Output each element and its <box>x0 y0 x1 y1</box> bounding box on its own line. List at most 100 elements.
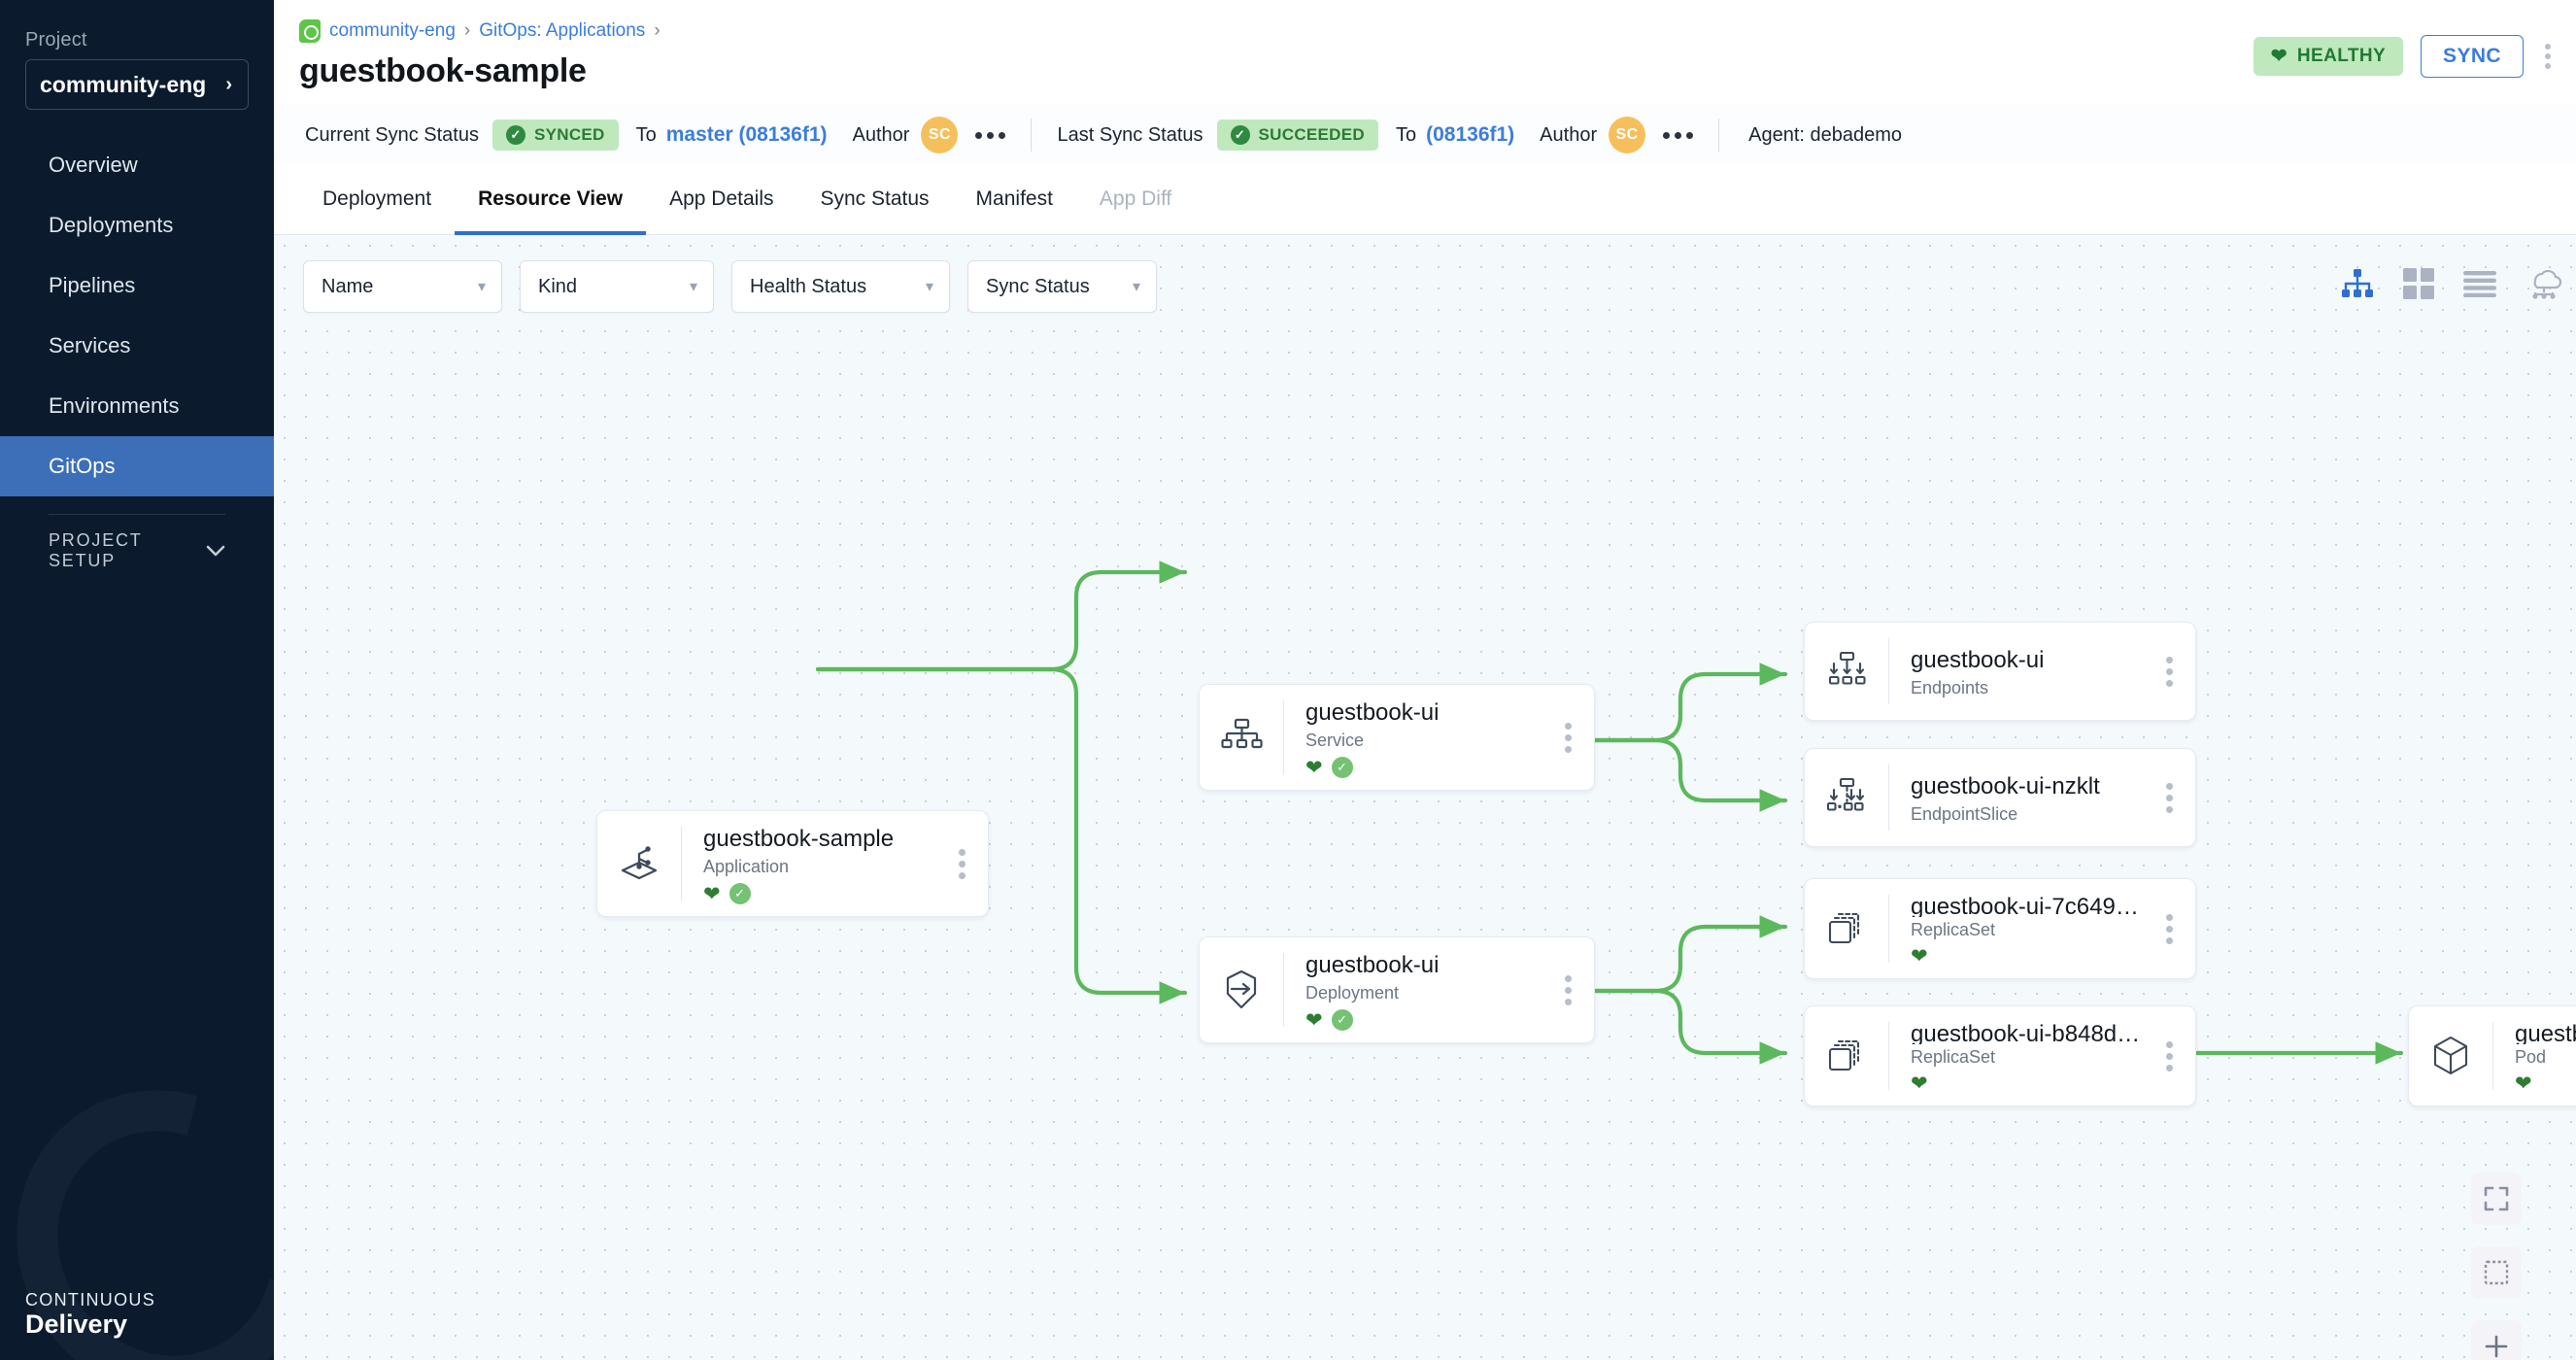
graph-node-endpoints[interactable]: guestbook-ui Endpoints <box>1804 622 2196 721</box>
sidebar-item-overview[interactable]: Overview <box>0 135 274 195</box>
last-sync-status-badge: ✓ SUCCEEDED <box>1217 119 1378 151</box>
last-sync-status-value: SUCCEEDED <box>1259 125 1365 145</box>
project-selector[interactable]: community-eng › <box>25 59 249 110</box>
project-selector-value: community-eng <box>40 72 206 98</box>
heart-icon: ❤ <box>2271 47 2288 66</box>
graph-node-replicaset-7c64987dc9[interactable]: guestbook-ui-7c64987dc9 ReplicaSet ❤ <box>1804 878 2196 979</box>
current-to-label: To <box>636 124 657 147</box>
tree-view-icon[interactable] <box>2341 268 2374 299</box>
last-revision-link[interactable]: (08136f1) <box>1426 123 1514 147</box>
last-to-label: To <box>1396 124 1416 147</box>
resource-graph-canvas[interactable]: Name ▾ Kind ▾ Health Status ▾ Sync Statu… <box>274 235 2576 1360</box>
filter-health-status-label: Health Status <box>750 276 866 298</box>
edge-app-service <box>818 572 1185 669</box>
header-actions: ❤ HEALTHY SYNC <box>2254 16 2555 78</box>
replicaset-icon <box>1805 879 1888 978</box>
chevron-down-icon: ▾ <box>1133 277 1140 296</box>
graph-node-status: ❤ <box>1911 1073 2143 1094</box>
breadcrumb-item-project[interactable]: community-eng <box>329 20 456 42</box>
sidebar-item-gitops[interactable]: GitOps <box>0 436 274 496</box>
sidebar-project-setup[interactable]: PROJECT SETUP <box>0 527 274 575</box>
filter-name[interactable]: Name ▾ <box>303 260 502 313</box>
graph-node-menu-icon[interactable] <box>1542 685 1594 790</box>
current-sync-status-label: Current Sync Status <box>305 124 479 147</box>
filter-sync-status-label: Sync Status <box>986 276 1090 298</box>
graph-node-body: guestbook-ui Service ❤ ✓ <box>1284 685 1542 790</box>
graph-node-menu-icon[interactable] <box>2143 1006 2195 1105</box>
graph-node-endpointslice[interactable]: guestbook-ui-nzklt EndpointSlice <box>1804 748 2196 847</box>
graph-node-replicaset-b848d5d9d[interactable]: guestbook-ui-b848d5d9d ReplicaSet ❤ <box>1804 1005 2196 1106</box>
current-revision-link[interactable]: master (08136f1) <box>666 123 828 147</box>
graph-node-menu-icon[interactable] <box>2143 879 2195 978</box>
tab-bar: Deployment Resource View App Details Syn… <box>274 165 2576 235</box>
graph-node-menu-icon[interactable] <box>2143 623 2195 720</box>
filter-bar: Name ▾ Kind ▾ Health Status ▾ Sync Statu… <box>303 260 1157 313</box>
list-view-icon[interactable] <box>2463 270 2496 297</box>
deployment-icon <box>1200 937 1283 1042</box>
current-sync-more-icon[interactable] <box>975 132 1005 139</box>
graph-node-status: ❤ ✓ <box>1305 757 1542 778</box>
heart-icon: ❤ <box>1911 1073 1928 1094</box>
network-view-icon[interactable] <box>2525 268 2562 299</box>
grid-view-icon[interactable] <box>2403 268 2434 299</box>
graph-node-pod[interactable]: guestbook-ui-b848d5d9… Pod ❤ <box>2408 1005 2576 1106</box>
project-label: Project <box>0 0 274 59</box>
graph-node-application[interactable]: guestbook-sample Application ❤ ✓ <box>596 810 989 917</box>
kebab-vertical-icon[interactable] <box>2541 40 2555 73</box>
sidebar-divider <box>49 514 225 515</box>
filter-health-status[interactable]: Health Status ▾ <box>731 260 950 313</box>
graph-node-kind: ReplicaSet <box>1911 1047 2143 1068</box>
graph-node-menu-icon[interactable] <box>1542 937 1594 1042</box>
sidebar-item-pipelines[interactable]: Pipelines <box>0 255 274 316</box>
graph-node-menu-icon[interactable] <box>935 811 988 916</box>
chevron-down-icon <box>206 545 225 558</box>
product-logo-line1: CONTINUOUS <box>25 1290 155 1309</box>
sidebar-item-label: Deployments <box>49 213 173 238</box>
edge-service-endpointslice <box>1595 740 1785 800</box>
sync-button[interactable]: SYNC <box>2421 35 2524 78</box>
view-mode-toggle-group <box>2341 268 2562 299</box>
graph-node-service[interactable]: guestbook-ui Service ❤ ✓ <box>1199 684 1595 791</box>
check-circle-icon: ✓ <box>729 883 751 904</box>
sidebar-item-label: GitOps <box>49 454 115 479</box>
sidebar-item-services[interactable]: Services <box>0 316 274 376</box>
heart-icon: ❤ <box>703 884 721 904</box>
sidebar-item-environments[interactable]: Environments <box>0 376 274 436</box>
sidebar: Project community-eng › Overview Deploym… <box>0 0 274 1360</box>
graph-node-deployment[interactable]: guestbook-ui Deployment ❤ ✓ <box>1199 936 1595 1043</box>
tab-sync-status[interactable]: Sync Status <box>797 166 952 235</box>
sidebar-item-label: Environments <box>49 393 180 419</box>
filter-sync-status[interactable]: Sync Status ▾ <box>967 260 1157 313</box>
last-sync-more-icon[interactable] <box>1663 132 1693 139</box>
sidebar-item-label: Overview <box>49 153 138 178</box>
check-circle-icon: ✓ <box>1332 757 1353 778</box>
divider <box>1718 119 1719 152</box>
chevron-down-icon: ▾ <box>478 277 486 296</box>
harness-logo-icon <box>299 19 321 43</box>
endpointslice-icon <box>1805 749 1888 846</box>
filter-kind[interactable]: Kind ▾ <box>520 260 714 313</box>
service-icon <box>1200 685 1283 790</box>
zoom-in-icon[interactable] <box>2471 1320 2522 1360</box>
graph-node-menu-icon[interactable] <box>2143 749 2195 846</box>
header-left: community-eng › GitOps: Applications › g… <box>299 16 661 90</box>
graph-node-title: guestbook-ui <box>1911 646 2143 675</box>
endpoints-icon <box>1805 623 1888 720</box>
tab-manifest[interactable]: Manifest <box>953 166 1076 235</box>
tab-deployment[interactable]: Deployment <box>299 166 455 235</box>
breadcrumb-item-applications[interactable]: GitOps: Applications <box>479 20 645 42</box>
sidebar-nav: Overview Deployments Pipelines Services … <box>0 135 274 496</box>
chevron-down-icon: ▾ <box>926 277 933 296</box>
tab-resource-view[interactable]: Resource View <box>455 166 646 235</box>
sidebar-item-deployments[interactable]: Deployments <box>0 195 274 255</box>
graph-node-kind: ReplicaSet <box>1911 920 2143 940</box>
tab-app-details[interactable]: App Details <box>646 166 797 235</box>
fit-screen-icon[interactable] <box>2471 1173 2522 1225</box>
page-title: guestbook-sample <box>299 52 661 90</box>
check-circle-icon: ✓ <box>506 125 525 145</box>
breadcrumb-separator: › <box>464 20 470 42</box>
chevron-down-icon: ▾ <box>690 277 697 296</box>
agent-label: Agent: debademo <box>1748 124 1902 147</box>
select-area-icon[interactable] <box>2471 1246 2522 1299</box>
heart-icon: ❤ <box>1305 1010 1323 1031</box>
